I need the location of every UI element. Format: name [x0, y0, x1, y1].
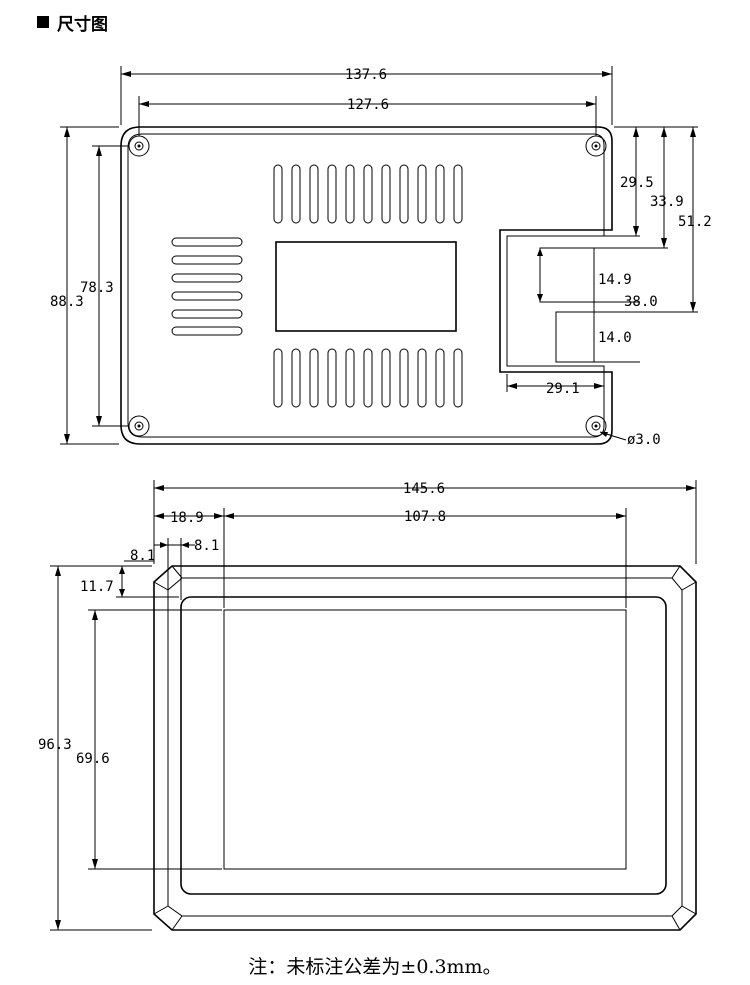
dim-33-9	[661, 127, 667, 248]
dim-top-hole-width	[138, 96, 597, 136]
dim-right-extensions	[594, 126, 698, 313]
dim-label-29-1: 29.1	[546, 381, 580, 397]
vent-slots-top	[273, 164, 463, 224]
dim-29-1	[506, 374, 605, 392]
front-screen-area	[223, 609, 627, 870]
front-outer-frame	[153, 565, 697, 931]
dim-top-overall-width	[120, 66, 613, 125]
dim-label-33-9: 33.9	[650, 194, 684, 210]
dim-label-top-overall-width: 137.6	[345, 67, 387, 83]
dim-label-top-hole-width: 127.6	[347, 97, 389, 113]
dim-label-front-screen-width: 107.8	[404, 509, 446, 525]
section-title: 尺寸图	[57, 14, 108, 35]
dim-front-screen-height	[88, 609, 222, 870]
dim-front-overall-height	[50, 565, 152, 931]
dim-label-14-9: 14.9	[598, 272, 632, 288]
mounting-hole-br	[585, 415, 607, 437]
connector-lower	[555, 311, 595, 363]
mounting-hole-bl	[128, 415, 150, 437]
mounting-hole-tr	[585, 135, 607, 157]
dim-label-14-0: 14.0	[598, 330, 632, 346]
tolerance-note: 注：未标注公差为±0.3mm。	[248, 956, 502, 978]
dim-label-front-overall-height: 96.3	[38, 737, 72, 753]
label-area	[275, 241, 457, 332]
front-view: 145.6 18.9 107.8 8.1 8.1	[38, 480, 697, 931]
dim-label-front-top-offset: 11.7	[80, 579, 114, 595]
top-view-inner-outline	[127, 133, 605, 438]
front-bezel-inner	[167, 577, 683, 917]
section-header: 尺寸图	[37, 9, 108, 35]
dim-label-front-left-offset: 18.9	[170, 510, 204, 526]
dim-hole-diameter-leader	[599, 431, 627, 441]
dim-label-38-0: 38.0	[624, 294, 658, 310]
dim-label-top-hole-height: 78.3	[80, 280, 114, 296]
dim-29-5	[633, 127, 639, 236]
dim-label-front-frame-left-1: 8.1	[130, 548, 155, 564]
front-chamfer-lines	[153, 565, 697, 931]
dim-front-frame-widths	[154, 538, 195, 600]
connector-upper	[539, 247, 595, 303]
dim-top-overall-height	[60, 126, 119, 445]
top-view: 137.6 127.6 88.3 78.3	[50, 66, 712, 448]
dim-14-9	[537, 248, 557, 362]
mounting-hole-tl	[128, 135, 150, 157]
dim-label-top-overall-height: 88.3	[50, 294, 84, 310]
vent-slots-bottom	[273, 348, 463, 408]
dim-front-overall-width	[153, 480, 697, 564]
dim-front-screen-width	[154, 508, 627, 608]
dim-51-2	[690, 127, 696, 312]
dim-label-front-screen-height: 69.6	[76, 751, 110, 767]
dim-label-29-5: 29.5	[620, 175, 654, 191]
dim-top-hole-height	[92, 145, 129, 427]
front-inner-panel	[180, 596, 667, 895]
black-square-icon	[37, 16, 49, 28]
dim-label-front-frame-left-2: 8.1	[194, 538, 219, 554]
top-view-outline	[120, 126, 613, 445]
vent-slots-left	[171, 237, 243, 336]
dim-label-51-2: 51.2	[678, 214, 712, 230]
dim-front-top-offset	[116, 565, 179, 598]
dim-label-front-overall-width: 145.6	[403, 481, 445, 497]
dim-label-hole-diameter: ø3.0	[627, 432, 661, 448]
